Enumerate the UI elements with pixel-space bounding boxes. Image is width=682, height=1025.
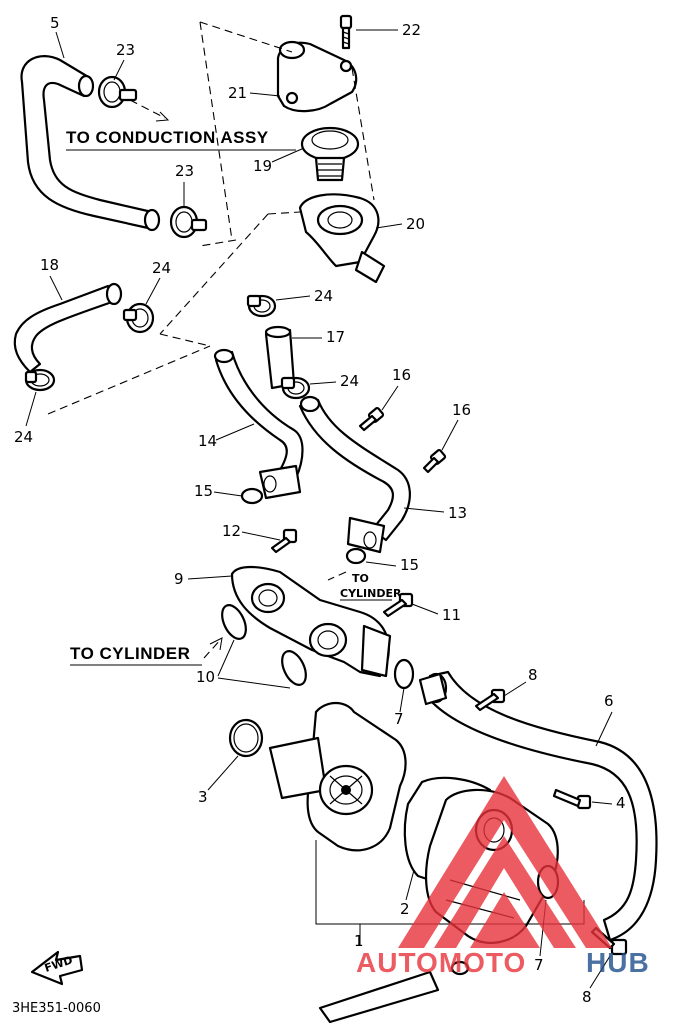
to-cylinder-small-2: CYLINDER [340, 587, 402, 600]
label-23-b: 23 [175, 162, 194, 180]
clamp-23-lower [169, 205, 208, 239]
label-6: 6 [604, 692, 614, 710]
clamp-23-upper [97, 75, 138, 109]
label-5: 5 [50, 14, 60, 32]
clamp-24-b [24, 368, 56, 392]
label-2: 2 [400, 900, 410, 918]
label-18: 18 [40, 256, 59, 274]
clamp-24-d [280, 376, 311, 400]
label-15-a: 15 [194, 482, 213, 500]
label-16-b: 16 [452, 401, 471, 419]
label-24-d: 24 [14, 428, 33, 446]
label-16-a: 16 [392, 366, 411, 384]
water-pump-body [268, 701, 407, 852]
label-22: 22 [402, 21, 421, 39]
clamp-24-a [122, 302, 155, 334]
o-ring-7-a [393, 658, 415, 690]
fwd-arrow-icon: FWD [30, 950, 84, 986]
label-10: 10 [196, 668, 215, 686]
o-ring-15-a [240, 487, 264, 505]
label-24-a: 24 [152, 259, 171, 277]
pipe-14 [213, 348, 304, 500]
label-8-a: 8 [528, 666, 538, 684]
label-23-a: 23 [116, 41, 135, 59]
to-cylinder-small-1: TO [352, 572, 369, 585]
pipe-housing-9 [230, 565, 392, 678]
label-20: 20 [406, 215, 425, 233]
label-21: 21 [228, 84, 247, 102]
hose-18 [13, 282, 123, 374]
label-17: 17 [326, 328, 345, 346]
label-4: 4 [616, 794, 626, 812]
label-12: 12 [222, 522, 241, 540]
label-19: 19 [253, 157, 272, 175]
label-8-b: 8 [582, 988, 592, 1006]
label-14: 14 [198, 432, 217, 450]
diagram-code: 3HE351-0060 [12, 1001, 101, 1016]
o-ring-15-b [345, 547, 367, 565]
to-cylinder-label: TO CYLINDER [70, 644, 190, 663]
label-13: 13 [448, 504, 467, 522]
thermostat-cover-21 [276, 40, 358, 113]
bolt-16-b [422, 449, 447, 474]
automotohub-watermark: AUTOMOTO HUB [356, 776, 650, 978]
watermark-logo-icon [398, 776, 612, 948]
watermark-text-automoto: AUTOMOTO [356, 947, 526, 978]
bolt-8-a [474, 688, 506, 712]
pipe-13 [298, 395, 411, 554]
label-11: 11 [442, 606, 461, 624]
pipe-17 [264, 325, 296, 390]
label-1: 1 [354, 932, 364, 950]
o-ring-10-a [221, 604, 247, 640]
bolt-12 [270, 528, 298, 554]
to-conduction-assy-label: TO CONDUCTION ASSY [66, 128, 269, 147]
label-24-c: 24 [340, 372, 359, 390]
label-15-b: 15 [400, 556, 419, 574]
bolt-22 [339, 14, 353, 50]
bolt-11 [382, 592, 414, 618]
o-ring-10-b [281, 650, 307, 686]
label-24-b: 24 [314, 287, 333, 305]
label-7-b: 7 [534, 956, 544, 974]
clamp-24-c [246, 294, 277, 318]
thermostat-19 [300, 126, 360, 182]
label-3: 3 [198, 788, 208, 806]
bolt-16-a [358, 407, 385, 432]
label-9: 9 [174, 570, 184, 588]
watermark-text-hub: HUB [586, 947, 650, 978]
o-ring-3 [228, 718, 264, 758]
label-7-a: 7 [394, 710, 404, 728]
bolt-4 [552, 788, 592, 810]
hose-5 [20, 55, 161, 232]
thermostat-housing-20 [298, 193, 386, 284]
